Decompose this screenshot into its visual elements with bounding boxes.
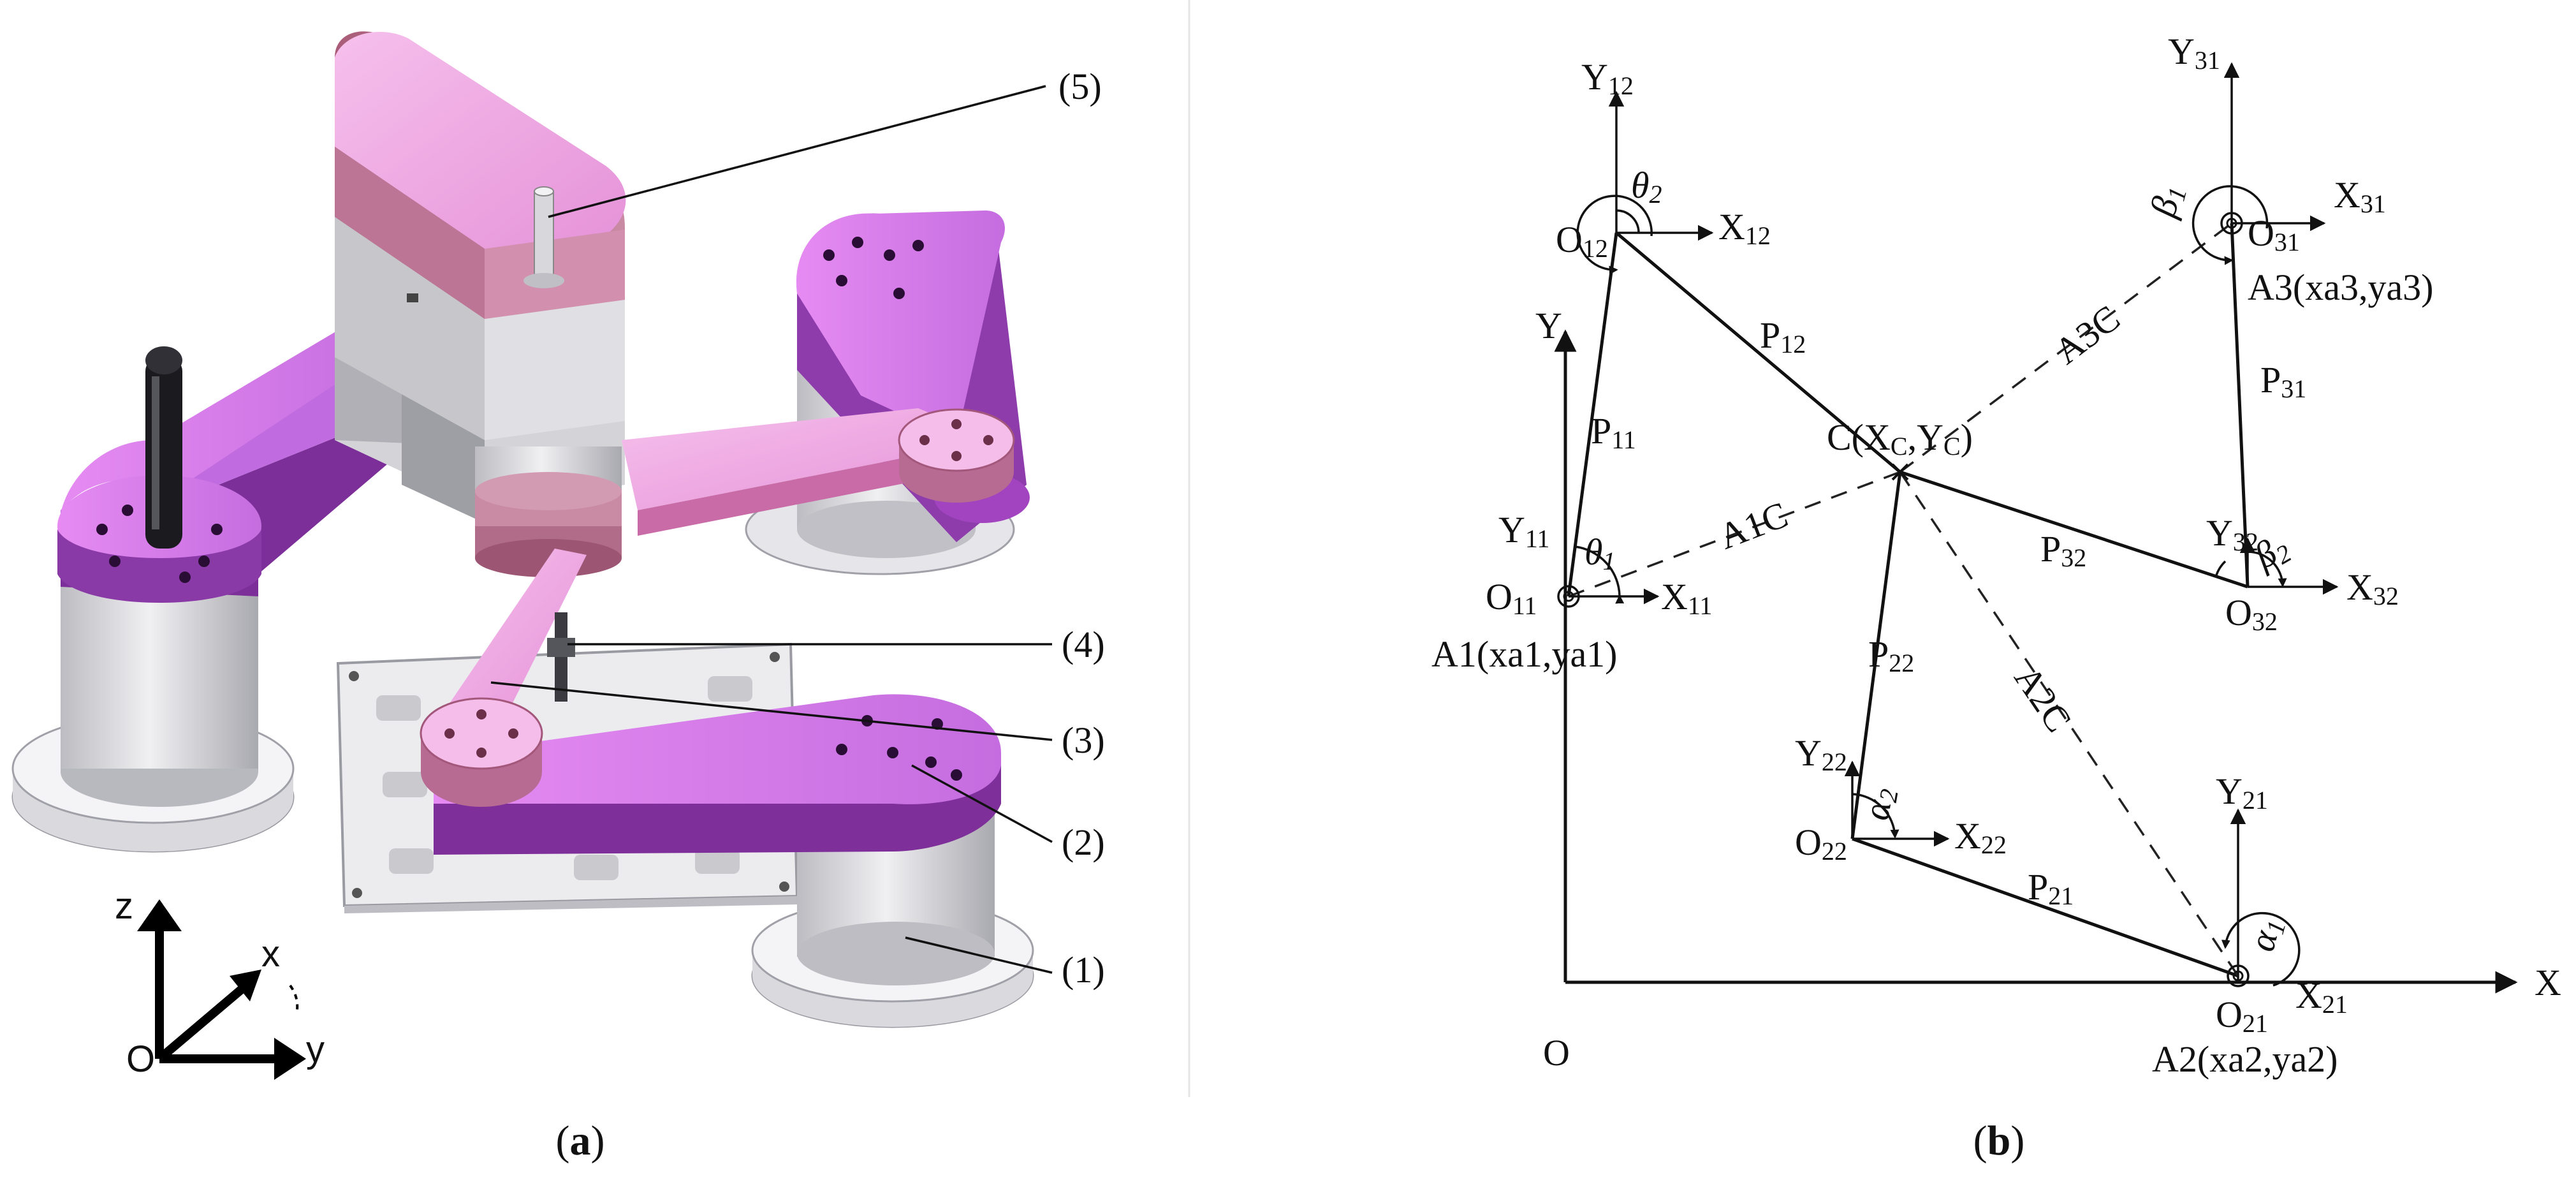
label-theta2: θ2: [1631, 165, 1662, 209]
front-arm: [420, 694, 1001, 855]
dashed-a1c: [1568, 471, 1901, 598]
frame-o22: [1844, 760, 1950, 847]
frame-o32: [2214, 537, 2339, 595]
label-y32: Y32: [2206, 512, 2258, 556]
label-alpha2: α2: [1855, 784, 1904, 823]
label-y21: Y21: [2216, 771, 2268, 815]
global-x-label: X: [2535, 962, 2561, 1003]
callout-leaders: [490, 85, 1053, 974]
link-p22: [1850, 471, 1902, 839]
triad-origin-label: O: [126, 1038, 155, 1080]
caption-a: (a): [556, 1117, 605, 1164]
label-o12: O12: [1556, 219, 1608, 263]
global-origin-label: O: [1543, 1032, 1570, 1073]
dashed-a3c: [1899, 222, 2233, 473]
label-o21: O21: [2216, 994, 2268, 1038]
link-p11: [1567, 232, 1618, 597]
callout-4: (4): [1062, 624, 1105, 665]
link-p21: [1852, 837, 2239, 978]
callout-3: (3): [1062, 719, 1105, 761]
label-p32: P32: [2040, 528, 2086, 572]
label-a3: A3(xa3,ya3): [2248, 267, 2434, 308]
caption-b: (b): [1973, 1117, 2025, 1164]
label-a2c: A2C: [2007, 658, 2080, 739]
link-p32: [1899, 470, 2248, 589]
label-a2: A2(xa2,ya2): [2152, 1038, 2338, 1080]
link-p31: [2230, 223, 2250, 587]
central-actuator: [335, 31, 626, 577]
callout-5: (5): [1058, 66, 1102, 107]
callout-2: (2): [1062, 822, 1105, 863]
kinematic-labels: Y12 X12 O12 θ2 Y31 X31 O31 β1 A3(xa3,ya3…: [1431, 31, 2434, 1080]
label-y31: Y31: [2168, 31, 2220, 75]
label-point-c: C(XC,YC): [1827, 417, 1973, 461]
frame-o12: [1576, 91, 1714, 275]
frame-o31: [2192, 62, 2326, 265]
label-a1: A1(xa1,ya1): [1431, 633, 1618, 675]
frame-o21: [2221, 808, 2301, 987]
callout-labels: (5) (4) (3) (2) (1): [1058, 66, 1105, 991]
label-o32: O32: [2225, 592, 2278, 636]
left-base: [11, 587, 295, 853]
label-y22: Y22: [1795, 732, 1847, 776]
global-y-label: Y: [1535, 305, 1562, 346]
frame-o11: [1557, 545, 1660, 608]
xyz-triad: z x y O: [115, 885, 325, 1080]
label-beta1: β1: [2142, 181, 2193, 223]
link-p12: [1615, 232, 1901, 473]
label-p11: P11: [1591, 410, 1636, 454]
label-p22: P22: [1868, 633, 1914, 677]
label-p31: P31: [2260, 359, 2306, 403]
label-y11: Y11: [1498, 509, 1549, 553]
dashed-a2c: [1899, 471, 2239, 977]
label-p21: P21: [2028, 866, 2074, 910]
label-x32: X32: [2346, 566, 2399, 610]
left-arm: [57, 319, 421, 603]
triad-x-label: x: [261, 933, 280, 975]
callout-1: (1): [1062, 949, 1105, 991]
label-x12: X12: [1718, 206, 1771, 250]
label-x21: X21: [2295, 975, 2348, 1019]
label-theta1: θ1: [1584, 531, 1616, 575]
label-x31: X31: [2334, 174, 2386, 218]
label-y12: Y12: [1581, 56, 1634, 100]
label-p12: P12: [1760, 314, 1806, 358]
label-o11: O11: [1486, 576, 1537, 620]
triad-z-label: z: [115, 885, 133, 927]
label-a3c: A3C: [2047, 297, 2128, 372]
label-o22: O22: [1795, 822, 1847, 866]
label-x22: X22: [1954, 815, 2007, 859]
point-c-marker: [1891, 463, 1909, 481]
label-a1c: A1C: [1713, 494, 1794, 557]
robot-render: [11, 31, 1034, 1028]
label-x11: X11: [1661, 576, 1712, 620]
pink-right-arm: [622, 408, 1015, 536]
kinematic-diagram: X Y O: [1535, 62, 2561, 1073]
triad-y-label: y: [306, 1029, 325, 1070]
label-o31: O31: [2248, 212, 2300, 256]
